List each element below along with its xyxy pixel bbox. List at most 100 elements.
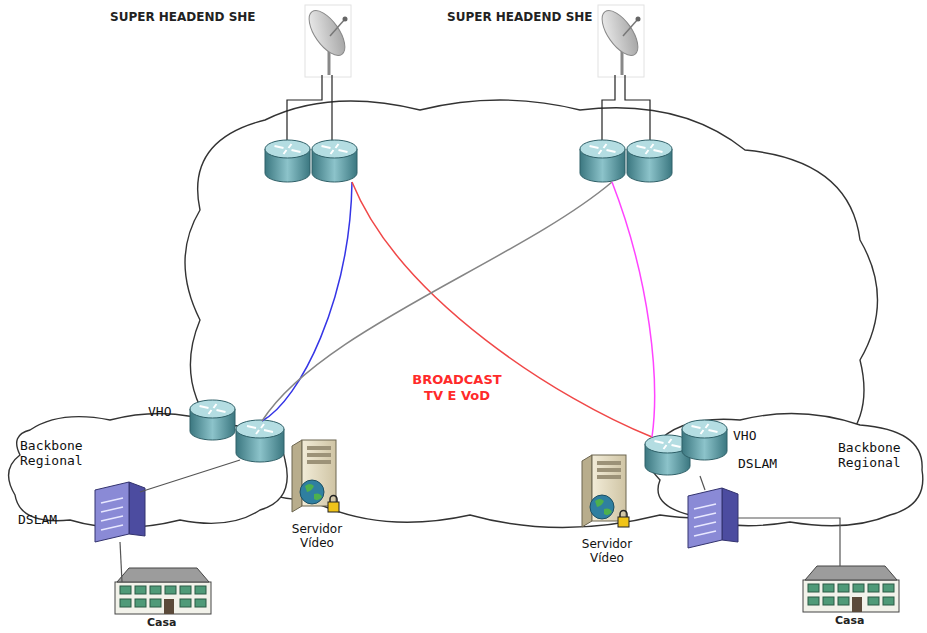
server-lock [328, 502, 339, 512]
network-link [120, 542, 122, 582]
node-label: Servidor Vídeo [282, 522, 352, 550]
dslam-front [688, 488, 722, 548]
dish-reflector [595, 5, 644, 61]
dslam: DSLAM [15, 480, 150, 546]
node-label: Backbone Regional [838, 440, 906, 470]
super-headend: SUPER HEADEND SHE [108, 4, 366, 184]
house-window [150, 586, 161, 594]
satellite-dish [302, 5, 351, 77]
node-label: BROADCAST TV E VoD [405, 372, 509, 404]
server-globe [590, 495, 614, 519]
house-window [135, 599, 146, 607]
house-window [808, 584, 819, 592]
super-headend: SUPER HEADEND SHE [443, 4, 683, 184]
dslam: DSLAM [686, 452, 786, 548]
node-label: Backbone Regional [20, 438, 88, 468]
network-link [352, 182, 652, 437]
server-bay [307, 446, 331, 450]
dslam-icon [95, 482, 145, 542]
house-window [180, 599, 191, 607]
router-top [682, 420, 727, 438]
globe-land [595, 499, 612, 515]
house-roof [117, 568, 209, 582]
dslam-front [95, 482, 129, 542]
satellite-dish [595, 5, 644, 77]
house-window [883, 584, 894, 592]
dslam-port [101, 525, 123, 530]
network-link [140, 460, 240, 492]
router-arrows [590, 144, 616, 154]
vho-router-pair: VHO [145, 398, 287, 464]
router-icon [580, 140, 625, 182]
house-icon [803, 566, 899, 612]
house-window [823, 597, 834, 605]
server-side [292, 440, 302, 512]
server-bay [307, 460, 331, 464]
router-icon [265, 140, 310, 182]
dslam-side [722, 488, 738, 542]
house-window [135, 586, 146, 594]
dslam-side [129, 482, 145, 536]
network-link [612, 182, 655, 437]
house-window [838, 584, 849, 592]
server-side [582, 455, 592, 527]
house-window [868, 597, 879, 605]
house-door [852, 597, 862, 612]
router-icon [236, 420, 284, 462]
server-bay [597, 468, 621, 472]
router-icon [190, 400, 235, 440]
super-headend-graphic [108, 4, 366, 184]
router-top [580, 140, 625, 158]
node-label: Servidor Vídeo [572, 537, 642, 565]
lock-shackle [620, 511, 627, 518]
router-top [190, 400, 235, 418]
dslam-port [101, 507, 123, 512]
router-arrows [275, 144, 301, 154]
network-link [262, 182, 352, 421]
home: Casa [800, 564, 904, 630]
router-icon [682, 420, 727, 460]
server-bay [597, 475, 621, 479]
feed-wire [602, 75, 615, 142]
house-window [150, 599, 161, 607]
dish-reflector [302, 5, 351, 61]
house-window [808, 597, 819, 605]
feed-wire [625, 75, 650, 142]
router-arrows [637, 144, 663, 154]
router-arrows [322, 144, 348, 154]
house-window [120, 599, 131, 607]
feed-wire [287, 75, 322, 142]
router-arrows [247, 424, 273, 434]
home: Casa [112, 566, 216, 632]
lock-shackle [330, 496, 337, 502]
node-label: DSLAM [738, 456, 777, 471]
dslam-icon [688, 488, 738, 548]
dslam-port [694, 513, 716, 518]
video-server: Servidor Vídeo [282, 438, 354, 562]
node-label: SUPER HEADEND SHE [447, 10, 593, 25]
house-window [823, 584, 834, 592]
dish-feed [330, 19, 345, 36]
video-server-icon [582, 455, 629, 527]
node-label: VHO [733, 428, 756, 443]
house-window [165, 586, 176, 594]
router-icon [627, 140, 672, 182]
node-label: DSLAM [18, 512, 57, 527]
dslam-port [694, 504, 716, 509]
dslam-port [694, 531, 716, 536]
router-icon [312, 140, 357, 182]
node-label: SUPER HEADEND SHE [110, 10, 256, 25]
feed-wire [331, 75, 332, 142]
server-globe [300, 480, 324, 504]
server-lock [618, 517, 629, 527]
router-top [312, 140, 357, 158]
server-bay [597, 461, 621, 465]
router-arrows [655, 439, 681, 449]
router-arrows [692, 424, 718, 434]
router-top [627, 140, 672, 158]
network-link [738, 518, 840, 566]
super-headend-graphic [443, 4, 683, 184]
network-link [700, 476, 705, 490]
